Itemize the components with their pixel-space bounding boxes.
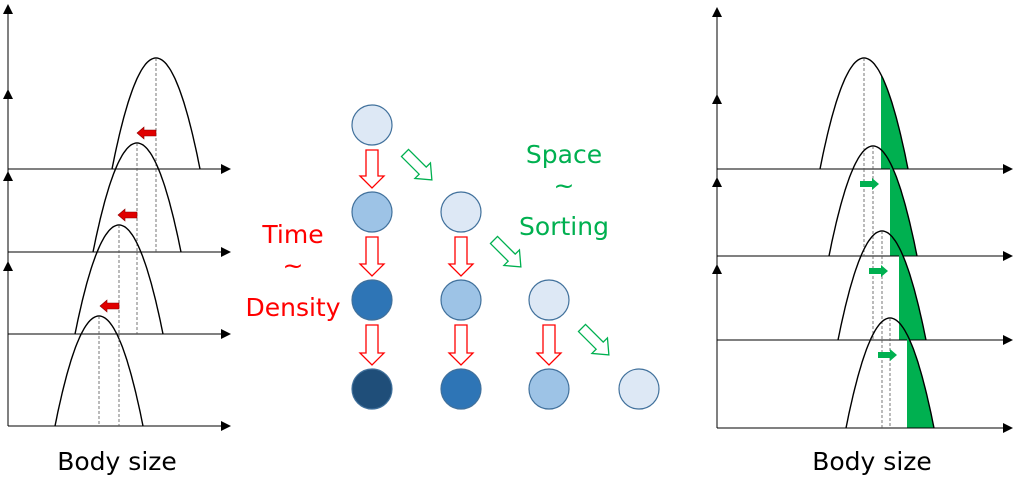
sorting-label: Sorting	[519, 212, 609, 241]
shift-left-arrow-icon	[99, 299, 120, 313]
population-circle-lightest	[351, 104, 393, 146]
population-circle-lightest	[528, 279, 570, 321]
selected-tail-area	[907, 334, 934, 428]
sorting-plot-row	[712, 264, 1013, 433]
space-tilde: ~	[554, 171, 575, 200]
time-arrow-icon	[447, 324, 475, 366]
population-circle-medium	[351, 279, 393, 321]
left-x-axis-label: Body size	[57, 447, 177, 476]
sorting-plot-row	[712, 7, 1013, 174]
sorting-arrow-icon	[400, 148, 433, 181]
time-tilde: ~	[283, 251, 304, 280]
time-density-label: Time ~ Density	[245, 220, 340, 322]
sorting-arrow-shape	[489, 235, 522, 268]
shift-right-arrow-icon	[878, 349, 897, 361]
selected-tail-area	[890, 162, 917, 256]
population-circle-light	[440, 279, 482, 321]
left-panel-density-plots	[2, 4, 231, 431]
density-plot-row	[2, 261, 231, 431]
sorting-arrow-shape	[577, 323, 610, 356]
population-circle-light	[351, 191, 393, 233]
time-arrow-icon	[358, 236, 386, 277]
sorting-plot-row	[712, 94, 1013, 261]
sorting-arrow-shape	[400, 148, 433, 181]
sorting-plot-row	[712, 177, 1013, 345]
population-circle-dark	[351, 368, 393, 410]
shift-right-arrow-icon	[860, 178, 879, 190]
selected-tail-area	[881, 74, 908, 169]
right-panel-sorting-plots	[712, 7, 1013, 433]
sorting-arrow-icon	[489, 235, 522, 268]
center-flow-diagram	[351, 104, 660, 410]
time-arrow-icon	[535, 324, 563, 366]
shift-left-arrow-icon	[117, 208, 138, 222]
time-arrow-icon	[358, 149, 386, 189]
population-circle-medium	[440, 368, 482, 410]
selected-tail-area	[899, 247, 926, 340]
space-label: Space	[526, 140, 602, 169]
space-sorting-label: Space ~ Sorting	[519, 140, 609, 241]
density-plot-row	[2, 171, 231, 339]
population-circle-lightest	[440, 191, 482, 233]
time-arrow-icon	[447, 236, 475, 277]
sorting-arrow-icon	[577, 323, 610, 356]
shift-right-arrow-icon	[869, 265, 888, 277]
population-circle-lightest	[618, 368, 660, 410]
right-x-axis-label: Body size	[812, 447, 932, 476]
density-label: Density	[245, 293, 340, 322]
shift-left-arrow-icon	[136, 126, 157, 140]
time-label: Time	[261, 220, 323, 249]
population-circle-light	[528, 368, 570, 410]
density-plot-row	[2, 4, 231, 174]
time-arrow-icon	[358, 324, 386, 366]
